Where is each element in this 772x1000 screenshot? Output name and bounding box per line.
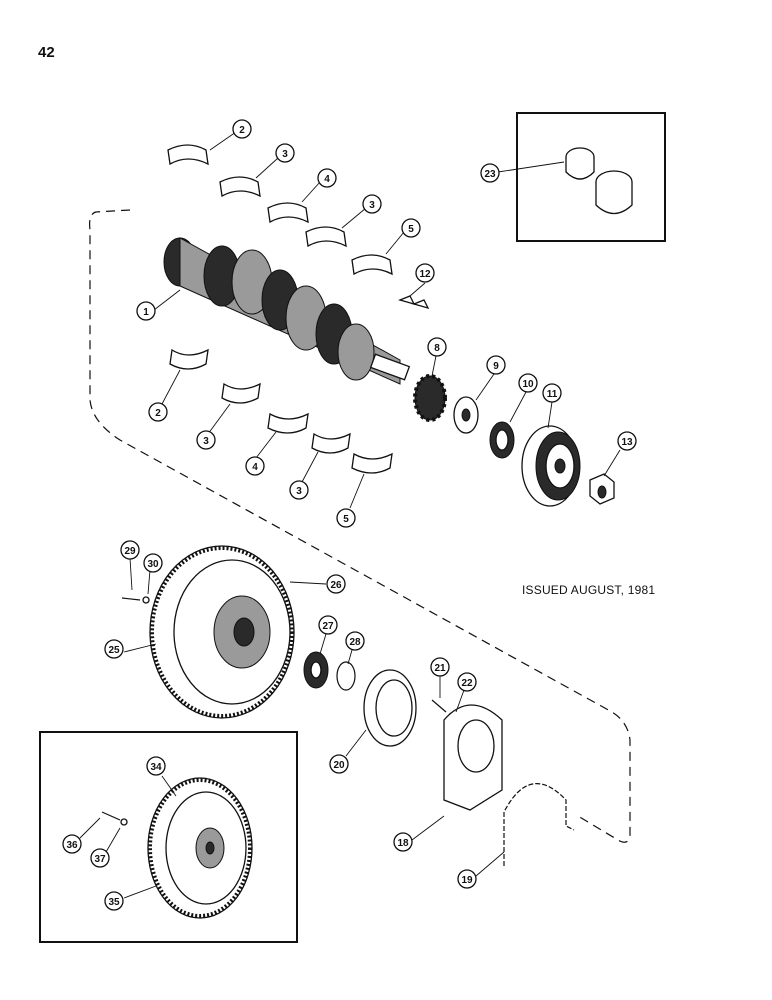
issued-date-note: ISSUED AUGUST, 1981 <box>522 583 656 597</box>
callout-37-label: 37 <box>94 854 106 865</box>
callout-35: 35 <box>104 891 124 911</box>
callout-5-lower: 5 <box>336 508 356 528</box>
callout-2-lower-label: 2 <box>155 408 161 419</box>
callout-3-upper-a-label: 3 <box>282 149 288 160</box>
callout-2-lower: 2 <box>148 402 168 422</box>
callout-8-label: 8 <box>434 343 440 354</box>
callout-3-lower-b-label: 3 <box>296 486 302 497</box>
callout-29-label: 29 <box>124 546 136 557</box>
callout-10-label: 10 <box>522 379 534 390</box>
callout-26: 26 <box>326 574 346 594</box>
crankshaft-part <box>163 237 411 385</box>
callout-11: 11 <box>542 383 562 403</box>
callout-5-upper: 5 <box>401 218 421 238</box>
callout-5-lower-label: 5 <box>343 514 349 525</box>
callout-22-label: 22 <box>461 678 473 689</box>
callout-34: 34 <box>146 756 166 776</box>
callout-3-upper-b: 3 <box>362 194 382 214</box>
callout-3-lower-b: 3 <box>289 480 309 500</box>
callout-10: 10 <box>518 373 538 393</box>
alt-flywheel-part <box>147 777 253 919</box>
callout-4-upper-label: 4 <box>324 174 330 185</box>
callout-22: 22 <box>457 672 477 692</box>
callout-12-label: 12 <box>419 269 431 280</box>
bearing-shells-upper <box>167 144 430 310</box>
callout-2-upper: 2 <box>232 119 252 139</box>
inset-box-bushing <box>516 112 666 242</box>
rear-seal-part <box>363 669 417 747</box>
inset-box-alt-flywheel <box>39 731 298 943</box>
callout-13: 13 <box>617 431 637 451</box>
callout-30: 30 <box>143 553 163 573</box>
thrust-washer-part <box>453 396 479 434</box>
callout-27-label: 27 <box>322 621 334 632</box>
callout-30-label: 30 <box>147 559 159 570</box>
bearing-shells-lower <box>169 348 393 474</box>
callout-4-lower: 4 <box>245 456 265 476</box>
callout-34-label: 34 <box>150 762 162 773</box>
callout-18-label: 18 <box>397 838 409 849</box>
crank-pulley-part <box>521 425 581 507</box>
callout-2-upper-label: 2 <box>239 125 245 136</box>
callout-29: 29 <box>120 540 140 560</box>
callout-12: 12 <box>415 263 435 283</box>
callout-25-label: 25 <box>108 645 120 656</box>
callout-3-lower-a: 3 <box>196 430 216 450</box>
callout-36-label: 36 <box>66 840 78 851</box>
callout-23: 23 <box>480 163 500 183</box>
alt-flywheel-bolt-part <box>101 811 128 826</box>
pulley-nut-part <box>589 473 615 505</box>
snap-ring-part <box>336 661 356 691</box>
pilot-bearing-part <box>303 651 329 689</box>
callout-18: 18 <box>393 832 413 852</box>
callout-20: 20 <box>329 754 349 774</box>
callout-20-label: 20 <box>333 760 345 771</box>
callout-4-lower-label: 4 <box>252 462 258 473</box>
assembly-boundary <box>89 209 631 843</box>
callout-23-label: 23 <box>484 169 496 180</box>
retainer-gasket-part <box>503 783 575 866</box>
timing-gear-part <box>413 374 447 422</box>
callout-3-upper-b-label: 3 <box>369 200 375 211</box>
callout-1-label: 1 <box>143 307 149 318</box>
callout-19-label: 19 <box>461 875 473 886</box>
page-number: 42 <box>38 44 55 61</box>
oil-seal-part <box>489 421 515 459</box>
callout-26-label: 26 <box>330 580 342 591</box>
callout-13-label: 13 <box>621 437 633 448</box>
callout-3-lower-a-label: 3 <box>203 436 209 447</box>
callout-27: 27 <box>318 615 338 635</box>
callout-3-upper-a: 3 <box>275 143 295 163</box>
callout-21: 21 <box>430 657 450 677</box>
callout-9: 9 <box>486 355 506 375</box>
flywheel-bolt-part <box>121 596 150 604</box>
callout-21-label: 21 <box>434 663 446 674</box>
callout-1: 1 <box>136 301 156 321</box>
callout-36: 36 <box>62 834 82 854</box>
flywheel-part <box>149 545 295 719</box>
seal-retainer-part <box>443 704 503 811</box>
pilot-bushing-part <box>565 147 633 215</box>
callout-28-label: 28 <box>349 637 361 648</box>
callout-4-upper: 4 <box>317 168 337 188</box>
callout-37: 37 <box>90 848 110 868</box>
callout-19: 19 <box>457 869 477 889</box>
callout-9-label: 9 <box>493 361 499 372</box>
callout-5-upper-label: 5 <box>408 224 414 235</box>
callout-leaders <box>79 131 621 899</box>
callout-11-label: 11 <box>547 389 558 400</box>
callout-8: 8 <box>427 337 447 357</box>
callout-25: 25 <box>104 639 124 659</box>
callout-35-label: 35 <box>108 897 120 908</box>
callout-28: 28 <box>345 631 365 651</box>
